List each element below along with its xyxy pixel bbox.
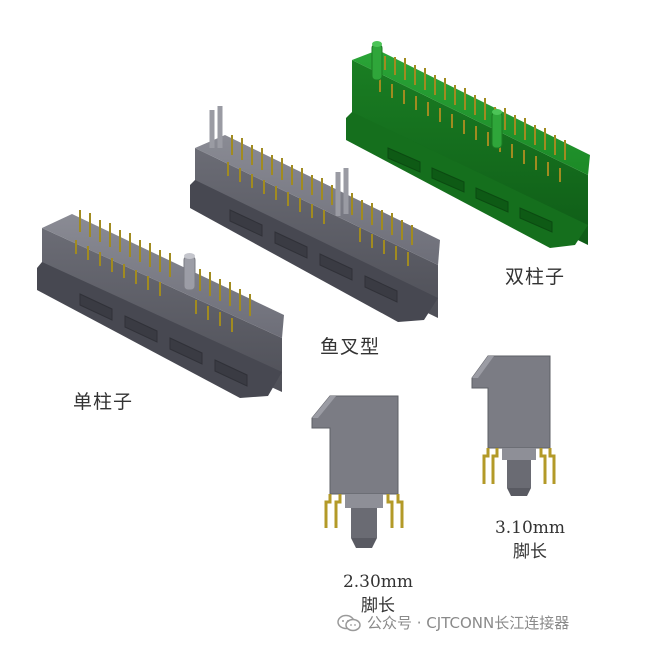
watermark: 公众号 · CJTCONN长江连接器	[337, 612, 569, 633]
label-fishtail: 鱼叉型	[320, 336, 381, 358]
double-post-connector	[346, 41, 590, 248]
watermark-text: 公众号 · CJTCONN长江连接器	[367, 614, 570, 632]
single-post-connector	[37, 210, 284, 398]
callout-short-pin: 2.30mm 脚长	[318, 570, 438, 618]
fishtail-connector	[190, 106, 440, 322]
label-single-post: 单柱子	[73, 391, 134, 413]
callout-short-pin-text: 脚长	[361, 596, 395, 616]
side-view-short-pin	[311, 395, 404, 548]
label-double-post: 双柱子	[505, 266, 566, 288]
callout-long-pin-value: 3.10mm	[494, 518, 566, 538]
callout-long-pin: 3.10mm 脚长	[470, 516, 590, 564]
callout-long-pin-text: 脚长	[513, 542, 547, 562]
callout-short-pin-value: 2.30mm	[342, 572, 414, 592]
wechat-icon	[337, 614, 361, 631]
side-view-long-pin	[471, 355, 556, 496]
